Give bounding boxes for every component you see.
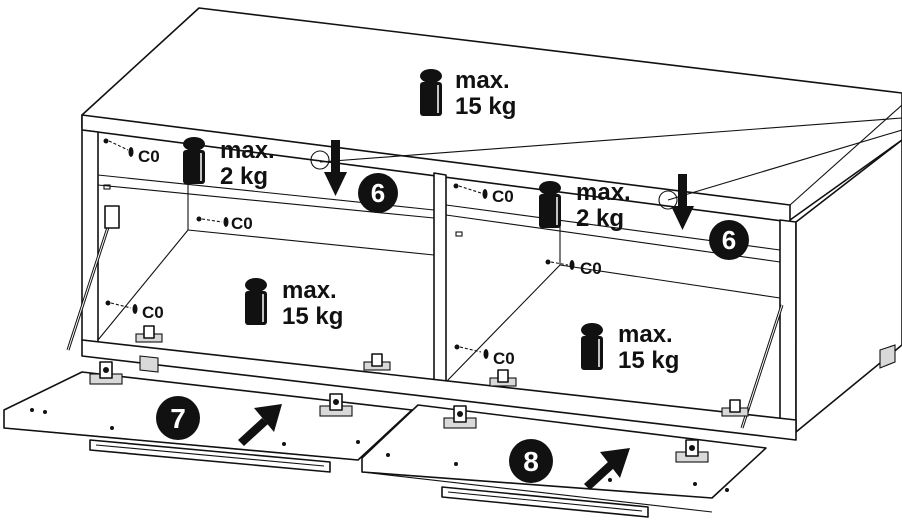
dowel-label: C0 bbox=[492, 187, 514, 206]
load-max-label: max. bbox=[618, 321, 673, 348]
dowel-label: C0 bbox=[580, 259, 602, 278]
hinge-icon bbox=[135, 325, 163, 343]
load-value-shelf-left: 2 kg bbox=[220, 163, 268, 190]
load-max-label: max. bbox=[455, 67, 510, 94]
flap-left-thickness bbox=[3, 427, 359, 461]
flap-right-thickness bbox=[361, 471, 713, 513]
bottom-front-edge bbox=[81, 339, 797, 441]
load-value-top: 15 kg bbox=[455, 93, 516, 120]
load-value-shelf-right: 2 kg bbox=[576, 205, 624, 232]
right-side-outer bbox=[795, 139, 902, 433]
hinge-icon bbox=[319, 393, 353, 417]
right-back-bottom-line bbox=[559, 264, 781, 299]
shelf-support-detail-left bbox=[310, 150, 330, 170]
left-back-bottom-line bbox=[187, 229, 435, 256]
gas-strut-icon bbox=[740, 304, 784, 429]
hinge-icon bbox=[89, 361, 123, 385]
screw-holes bbox=[30, 408, 729, 492]
weight-icon bbox=[539, 181, 561, 228]
left-side-panel bbox=[81, 129, 99, 343]
load-max-label: max. bbox=[220, 137, 275, 164]
cam-hole bbox=[103, 184, 111, 190]
gas-strut-icon bbox=[66, 205, 120, 351]
step-badge: 7 bbox=[156, 396, 200, 440]
down-arrow-icon bbox=[324, 140, 347, 196]
hinge-icon bbox=[721, 399, 749, 417]
hinge-icon bbox=[363, 353, 391, 371]
top-right-edge bbox=[789, 104, 902, 206]
cam-hole bbox=[455, 231, 463, 237]
weight-icon bbox=[245, 278, 267, 325]
step-number: 7 bbox=[170, 403, 186, 434]
shelf-support-detail-right bbox=[658, 190, 678, 210]
weight-icon bbox=[420, 69, 442, 116]
middle-divider bbox=[433, 172, 447, 383]
weight-icon bbox=[581, 323, 603, 370]
weight-icon bbox=[183, 137, 205, 184]
step-badge: 6 bbox=[709, 220, 749, 260]
dowel-label: C0 bbox=[142, 303, 164, 322]
hinge-icon bbox=[675, 439, 709, 463]
load-value-bottom-right: 15 kg bbox=[618, 347, 679, 374]
dowel-icon bbox=[105, 300, 138, 314]
handle-groove bbox=[447, 491, 643, 512]
push-arrow-icon bbox=[238, 404, 282, 446]
hinge-icon bbox=[443, 405, 477, 429]
step-badge: 6 bbox=[358, 173, 398, 213]
load-value-bottom-left: 15 kg bbox=[282, 303, 343, 330]
plinth-left bbox=[139, 355, 159, 373]
hinge-icon bbox=[489, 369, 517, 387]
right-inner-corner-line bbox=[445, 264, 561, 383]
right-side-panel bbox=[779, 219, 797, 433]
flap-left bbox=[3, 371, 413, 461]
dowel-icon bbox=[453, 183, 488, 199]
dowel-icon bbox=[103, 138, 134, 157]
dowel-icon bbox=[196, 216, 229, 227]
dowel-icon bbox=[545, 259, 575, 270]
left-inner-corner-line bbox=[97, 229, 189, 341]
down-arrow-icon bbox=[671, 174, 694, 230]
dowel-label: C0 bbox=[493, 349, 515, 368]
dowel-icon bbox=[454, 344, 489, 359]
leader-line-2 bbox=[667, 129, 902, 201]
step-badge: 8 bbox=[509, 439, 553, 483]
step-number: 8 bbox=[523, 446, 539, 477]
push-arrow-icon bbox=[584, 448, 630, 490]
load-max-label: max. bbox=[282, 277, 337, 304]
handle-groove bbox=[95, 444, 325, 467]
plinth-right bbox=[879, 344, 896, 369]
dowel-label: C0 bbox=[138, 147, 160, 166]
step-number: 6 bbox=[722, 225, 736, 255]
load-max-label: max. bbox=[576, 179, 631, 206]
leader-line-1 bbox=[319, 117, 902, 163]
step-number: 6 bbox=[371, 178, 385, 208]
dowel-label: C0 bbox=[231, 214, 253, 233]
